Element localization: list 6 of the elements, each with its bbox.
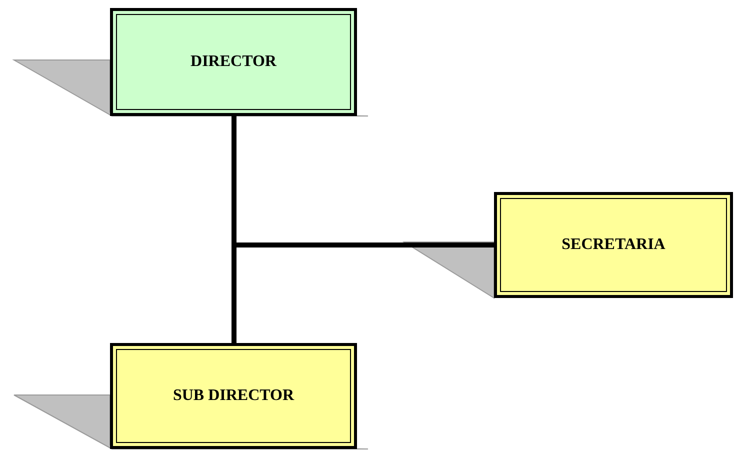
org-box [110,8,357,116]
org-box [494,192,733,298]
box-label: SUB DIRECTOR [172,387,294,405]
org-box [110,343,357,449]
box-label: DIRECTOR [190,53,276,71]
box-label: SECRETARIA [562,236,666,254]
